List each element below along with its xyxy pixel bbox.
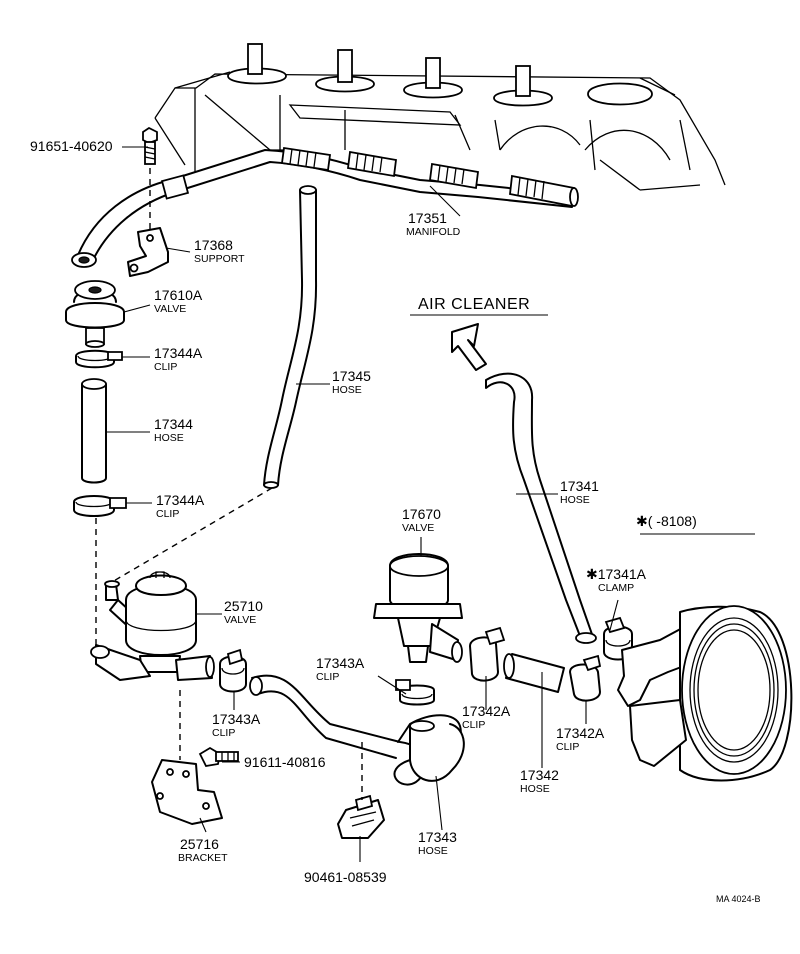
support-bracket bbox=[127, 227, 169, 277]
hose-17343 bbox=[249, 674, 465, 786]
figure-reference: MA 4024-B bbox=[716, 894, 761, 904]
grommet-90461 bbox=[337, 794, 385, 839]
callout-number-manifold: 17351 bbox=[408, 210, 447, 226]
clip-17344a-lower bbox=[73, 495, 127, 517]
callout-name-hose-long: HOSE bbox=[332, 384, 362, 396]
bracket-25716 bbox=[151, 759, 223, 825]
callout-number-hose-aircleaner: 17341 bbox=[560, 478, 599, 494]
callout-name-clamp: CLAMP bbox=[598, 582, 634, 594]
callout-number-hose-17342: 17342 bbox=[520, 767, 559, 783]
callout-number-hose-short: 17344 bbox=[154, 416, 193, 432]
clip-17343a-mid bbox=[395, 679, 435, 706]
callout-number-valve-17670: 17670 bbox=[402, 506, 441, 522]
hose-17341 bbox=[485, 372, 597, 644]
callout-name-support: SUPPORT bbox=[194, 253, 245, 265]
air-cleaner-label: AIR CLEANER bbox=[418, 296, 530, 313]
callout-number-clip-lower: 17344A bbox=[156, 492, 205, 508]
callout-number-hose-17343: 17343 bbox=[418, 829, 457, 845]
callout-number-clip-upper: 17344A bbox=[154, 345, 203, 361]
valve-17610a bbox=[65, 280, 125, 348]
callout-number-hose-long: 17345 bbox=[332, 368, 371, 384]
manifold-pipe bbox=[71, 146, 579, 268]
assembly-lines bbox=[95, 168, 363, 800]
callout-name-clip-lower: CLIP bbox=[156, 508, 179, 520]
callout-number-clip-mid: 17343A bbox=[316, 655, 365, 671]
bolt-top bbox=[142, 126, 158, 165]
callout-number-valve-25710: 25710 bbox=[224, 598, 263, 614]
callout-name-clip-17342a-left: CLIP bbox=[462, 719, 485, 731]
callout-name-valve-17670: VALVE bbox=[402, 522, 434, 534]
callout-name-clip-mid: CLIP bbox=[316, 671, 339, 683]
callout-number-valve-top: 17610A bbox=[154, 287, 203, 303]
callout-number-clip-17342a-right: 17342A bbox=[556, 725, 605, 741]
air-cleaner-housing bbox=[617, 605, 793, 782]
clip-17344a-upper bbox=[75, 349, 123, 369]
hose-17344 bbox=[81, 378, 107, 484]
callout-name-bracket: BRACKET bbox=[178, 852, 228, 864]
callout-number-clip-left: 17343A bbox=[212, 711, 261, 727]
callout-name-valve-25710: VALVE bbox=[224, 614, 256, 626]
valve-17670 bbox=[373, 553, 463, 663]
callout-name-hose-aircleaner: HOSE bbox=[560, 494, 590, 506]
callout-name-hose-17342: HOSE bbox=[520, 783, 550, 795]
callout-name-clip-left: CLIP bbox=[212, 727, 235, 739]
air-cleaner-arrow bbox=[451, 323, 487, 371]
leader-lines bbox=[106, 146, 755, 862]
valve-25710 bbox=[90, 571, 215, 681]
callout-number-clip-17342a-left: 17342A bbox=[462, 703, 511, 719]
clip-17343a-left bbox=[219, 648, 247, 693]
callout-name-clip-upper: CLIP bbox=[154, 361, 177, 373]
hose-17342 bbox=[469, 626, 602, 702]
callout-name-manifold: MANIFOLD bbox=[406, 226, 461, 238]
callout-name-hose-short: HOSE bbox=[154, 432, 184, 444]
callout-number-bolt-mid: 91611-40816 bbox=[244, 754, 326, 770]
production-note: ✱( -8108) bbox=[636, 513, 697, 529]
hose-17345 bbox=[263, 185, 318, 489]
callout-number-clamp: ✱17341A bbox=[586, 566, 647, 582]
callout-number-bolt-top: 91651-40620 bbox=[30, 138, 113, 154]
callout-number-support: 17368 bbox=[194, 237, 233, 253]
callout-number-bracket: 25716 bbox=[180, 836, 219, 852]
engine-head-outline bbox=[154, 43, 726, 191]
bolt-mid bbox=[198, 746, 239, 767]
callout-name-clip-17342a-right: CLIP bbox=[556, 741, 579, 753]
callout-name-valve-top: VALVE bbox=[154, 303, 186, 315]
callout-number-bottom-part: 90461-08539 bbox=[304, 869, 387, 885]
callout-labels: 91651-40620 17351 MANIFOLD 17368 SUPPORT… bbox=[30, 138, 761, 904]
callout-name-hose-17343: HOSE bbox=[418, 845, 448, 857]
